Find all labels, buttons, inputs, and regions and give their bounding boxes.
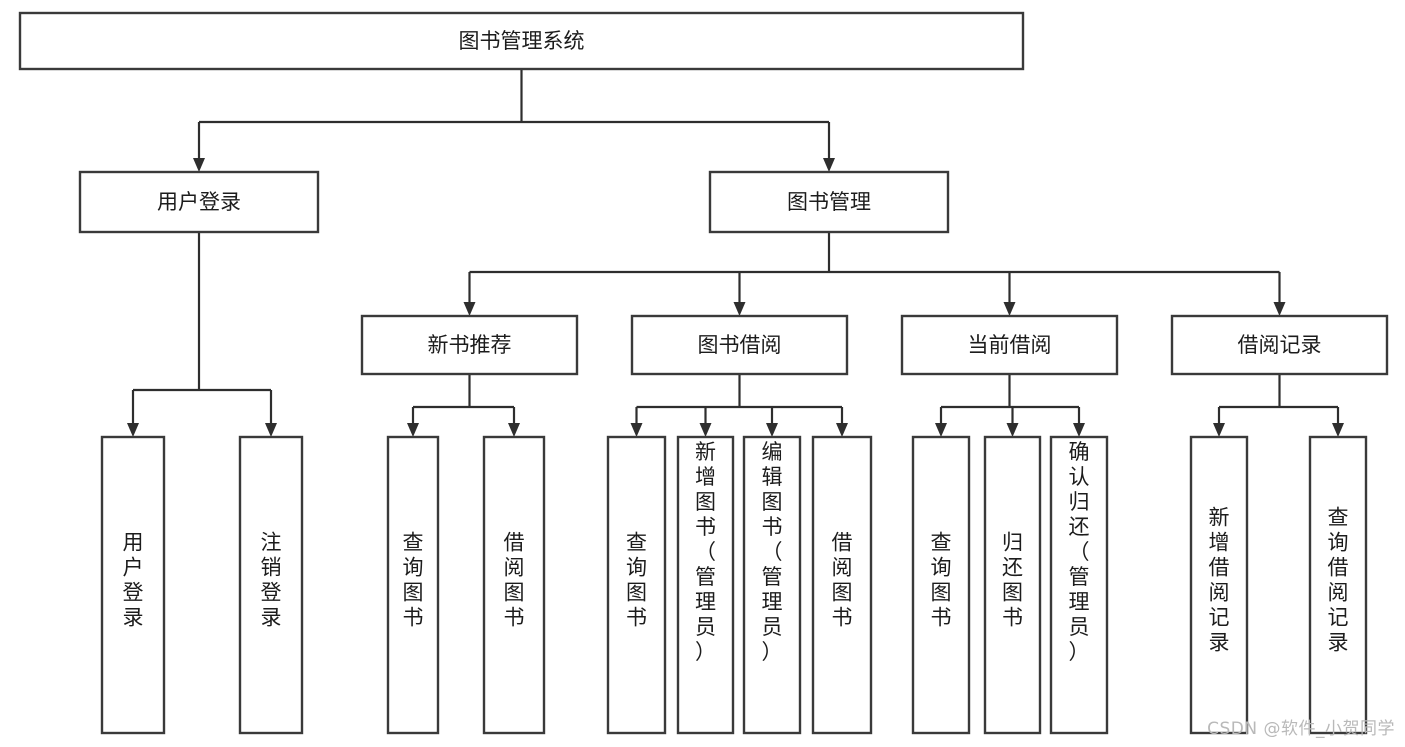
- leaf-label: 借阅图书: [832, 531, 853, 630]
- leaf-label: 编辑图书（管理员）: [762, 440, 783, 664]
- level3-label: 借阅记录: [1238, 333, 1322, 357]
- level3-box: [360, 314, 579, 376]
- arrow-head-icon: [823, 158, 835, 172]
- arrow-head-icon: [265, 423, 277, 437]
- level3-node[interactable]: 图书借阅: [630, 314, 849, 376]
- leaf-box: [100, 435, 166, 735]
- leaf-box: [238, 435, 304, 735]
- connector-layer: [127, 69, 1344, 437]
- level2-box: [78, 170, 320, 234]
- leaf-node[interactable]: 新增图书（管理员）: [676, 435, 735, 735]
- leaf-node[interactable]: 查询图书: [606, 435, 667, 735]
- leaf-label: 查询图书: [403, 531, 424, 630]
- arrow-head-icon: [836, 423, 848, 437]
- level3-box: [1170, 314, 1389, 376]
- leaf-box: [386, 435, 440, 735]
- arrow-head-icon: [733, 302, 746, 316]
- leaf-box: [1049, 435, 1109, 735]
- leaf-box: [742, 435, 802, 735]
- node-layer: 图书管理系统用户登录图书管理新书推荐图书借阅当前借阅借阅记录用户登录注销登录查询…: [18, 11, 1389, 735]
- leaf-node[interactable]: 借阅图书: [811, 435, 873, 735]
- leaf-box: [983, 435, 1042, 735]
- level3-label: 当前借阅: [968, 333, 1052, 357]
- leaf-node[interactable]: 查询图书: [386, 435, 440, 735]
- level2-box: [708, 170, 950, 234]
- level3-label: 新书推荐: [428, 333, 512, 357]
- arrow-head-icon: [699, 423, 712, 437]
- leaf-label: 归还图书: [1002, 531, 1023, 630]
- level2-label: 图书管理: [787, 190, 871, 214]
- arrow-head-icon: [630, 423, 643, 437]
- level3-box: [900, 314, 1119, 376]
- leaf-node[interactable]: 归还图书: [983, 435, 1042, 735]
- arrow-head-icon: [407, 423, 419, 437]
- leaf-node[interactable]: 编辑图书（管理员）: [742, 435, 802, 735]
- leaf-label: 用户登录: [123, 531, 144, 630]
- leaf-label: 查询借阅记录: [1328, 506, 1349, 655]
- leaf-node[interactable]: 确认归还（管理员）: [1049, 435, 1109, 735]
- arrow-head-icon: [193, 158, 205, 172]
- leaf-node[interactable]: 用户登录: [100, 435, 166, 735]
- leaf-label: 注销登录: [261, 531, 282, 630]
- level3-node[interactable]: 借阅记录: [1170, 314, 1389, 376]
- arrow-head-icon: [766, 423, 778, 437]
- leaf-label: 借阅图书: [504, 531, 525, 630]
- level2-node[interactable]: 用户登录: [78, 170, 320, 234]
- leaf-label: 新增图书（管理员）: [695, 440, 716, 664]
- leaf-box: [606, 435, 667, 735]
- arrow-head-icon: [508, 423, 520, 437]
- leaf-label: 查询图书: [931, 531, 952, 630]
- arrow-head-icon: [1073, 423, 1085, 437]
- leaf-node[interactable]: 查询图书: [911, 435, 971, 735]
- level3-box: [630, 314, 849, 376]
- level3-label: 图书借阅: [698, 333, 782, 357]
- arrow-head-icon: [463, 302, 476, 316]
- arrow-head-icon: [1003, 302, 1016, 316]
- level3-node[interactable]: 新书推荐: [360, 314, 579, 376]
- root-box: [18, 11, 1025, 71]
- level2-node[interactable]: 图书管理: [708, 170, 950, 234]
- leaf-box: [1308, 435, 1368, 735]
- leaf-box: [911, 435, 971, 735]
- leaf-node[interactable]: 借阅图书: [482, 435, 546, 735]
- root-label: 图书管理系统: [459, 29, 585, 53]
- level3-node[interactable]: 当前借阅: [900, 314, 1119, 376]
- leaf-label: 确认归还（管理员）: [1069, 440, 1090, 664]
- leaf-node[interactable]: 查询借阅记录: [1308, 435, 1368, 735]
- leaf-node[interactable]: 新增借阅记录: [1189, 435, 1249, 735]
- arrow-head-icon: [935, 423, 947, 437]
- leaf-label: 新增借阅记录: [1209, 506, 1230, 655]
- leaf-node[interactable]: 注销登录: [238, 435, 304, 735]
- level2-label: 用户登录: [157, 190, 241, 214]
- arrow-head-icon: [1213, 423, 1225, 437]
- leaf-label: 查询图书: [626, 531, 647, 630]
- arrow-head-icon: [127, 423, 139, 437]
- arrow-head-icon: [1332, 423, 1344, 437]
- leaf-box: [676, 435, 735, 735]
- leaf-box: [1189, 435, 1249, 735]
- arrow-head-icon: [1006, 423, 1019, 437]
- root-node[interactable]: 图书管理系统: [18, 11, 1025, 71]
- arrow-head-icon: [1273, 302, 1286, 316]
- leaf-box: [482, 435, 546, 735]
- leaf-box: [811, 435, 873, 735]
